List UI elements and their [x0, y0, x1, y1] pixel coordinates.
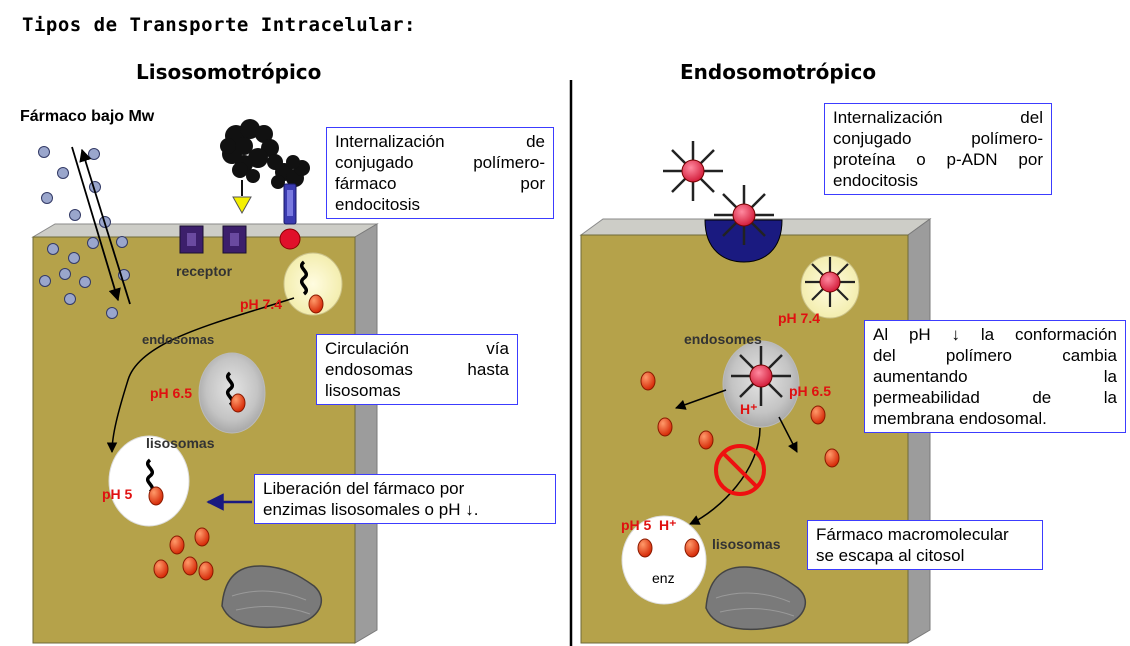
- low-mw-drug-label: Fármaco bajo Mw: [20, 108, 155, 125]
- right-ph65-label: pH 6.5: [789, 383, 832, 399]
- polymer-conjugate: [220, 119, 310, 189]
- note-line: fármaco por: [335, 174, 545, 193]
- note-line: enzimas lisosomales o pH ↓.: [263, 500, 479, 519]
- enz-label: enz: [652, 570, 675, 586]
- note-line: endocitosis: [335, 195, 421, 214]
- note-line: permeabilidad de la: [873, 388, 1117, 407]
- note-line: endocitosis: [833, 171, 919, 190]
- low-mw-drug-dots: [38, 146, 130, 319]
- note-line: aumentando la: [873, 367, 1117, 386]
- nanoparticle-core: [749, 364, 773, 388]
- left-ph74-label: pH 7.4: [240, 296, 283, 312]
- endosome-ph65-vesicle: [198, 352, 266, 434]
- note-line: endosomas hasta: [325, 360, 509, 379]
- left-note-release: Liberación del fármaco por enzimas lisos…: [254, 474, 556, 524]
- note-line: se escapa al citosol: [816, 546, 965, 565]
- drug-droplet: [148, 486, 164, 506]
- released-drug-droplets: [153, 527, 214, 581]
- note-line: conjugado polímero-: [335, 153, 545, 172]
- note-line: lisosomas: [325, 381, 401, 400]
- diffusion-arrows: [71, 146, 131, 305]
- lysosome-vesicle: [621, 515, 707, 605]
- note-line: Liberación del fármaco por: [263, 479, 465, 498]
- drug-droplet: [308, 294, 324, 314]
- note-line: proteína o p-ADN por: [833, 150, 1043, 169]
- left-cell-top: [31, 223, 379, 238]
- drug-droplet: [684, 538, 700, 558]
- drug-droplet: [637, 538, 653, 558]
- endosome-ph74-vesicle: [283, 252, 343, 316]
- note-line: Al pH ↓ la conformación: [873, 325, 1117, 344]
- note-line: Internalización del: [833, 108, 1043, 127]
- note-line: Internalización de: [335, 132, 545, 151]
- nanoparticle-core: [732, 203, 756, 227]
- targeting-ligand-triangle: [232, 196, 252, 215]
- left-note-internalization: Internalización de conjugado polímero- f…: [326, 127, 554, 219]
- right-nucleus-texture: [715, 592, 795, 617]
- note-line: del polímero cambia: [873, 346, 1117, 365]
- lysosome-h-plus-label: H⁺: [659, 517, 677, 533]
- left-ph5-label: pH 5: [102, 486, 133, 502]
- left-cell-side: [354, 223, 378, 644]
- lysosome-path-arrow: [689, 427, 761, 525]
- receptor-label: receptor: [176, 263, 233, 279]
- left-endosomas-label: endosomas: [142, 332, 215, 347]
- receptors: [179, 225, 247, 254]
- nanoparticle-core: [681, 159, 705, 183]
- polymer-squiggle: [300, 260, 308, 296]
- right-ph74-label: pH 7.4: [778, 310, 821, 326]
- right-h-plus-label: H⁺: [740, 401, 758, 417]
- left-nucleus-texture: [231, 590, 311, 615]
- note-line: Circulación vía: [325, 339, 509, 358]
- right-heading: Endosomotrópico: [680, 60, 877, 84]
- left-note-circulation: Circulación vía endosomas hasta lisosoma…: [316, 334, 518, 405]
- polymer-squiggle: [146, 458, 154, 494]
- left-lisosomas-label: lisosomas: [146, 435, 215, 451]
- right-endosomes-label: endosomes: [684, 331, 762, 347]
- blocked-symbol-icon: [714, 444, 766, 496]
- left-ph65-label: pH 6.5: [150, 385, 193, 401]
- escape-arrow: [778, 416, 798, 453]
- note-line: membrana endosomal.: [873, 409, 1047, 428]
- right-note-escape: Fármaco macromolecular se escapa al cito…: [807, 520, 1043, 570]
- drug-droplet: [230, 393, 246, 413]
- right-note-conformation: Al pH ↓ la conformación del polímero cam…: [864, 320, 1126, 433]
- right-note-internalization: Internalización del conjugado polímero- …: [824, 103, 1052, 195]
- right-lisosomas-label: lisosomas: [712, 536, 781, 552]
- note-line: Fármaco macromolecular: [816, 525, 1009, 544]
- right-ph5-label: pH 5: [621, 517, 652, 533]
- left-heading: Lisosomotrópico: [136, 60, 322, 84]
- antibody-ligand: [279, 176, 301, 250]
- nanoparticle-core: [819, 271, 841, 293]
- note-line: conjugado polímero-: [833, 129, 1043, 148]
- escaped-drug-droplets: [640, 371, 840, 468]
- escape-arrow: [675, 389, 727, 410]
- right-nucleus: [705, 566, 807, 631]
- trafficking-arrow: [106, 297, 295, 454]
- left-nucleus: [221, 565, 323, 629]
- page-title: Tipos de Transporte Intracelular:: [22, 14, 416, 36]
